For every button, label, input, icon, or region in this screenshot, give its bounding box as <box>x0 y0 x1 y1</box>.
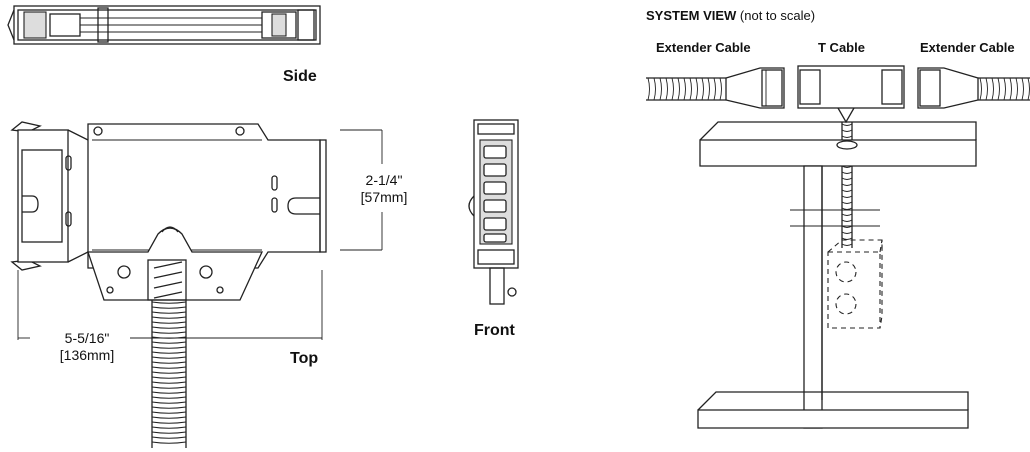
conduit-ring <box>151 431 187 434</box>
system-label-extender-left: Extender Cable <box>656 40 751 55</box>
conduit-ring <box>151 371 187 374</box>
conduit-ring <box>151 366 187 369</box>
conduit-ring <box>1003 77 1006 101</box>
conduit-ring <box>841 243 853 246</box>
conduit-ring <box>1009 77 1012 101</box>
conduit-ring <box>677 77 680 101</box>
conduit-ring <box>151 316 187 319</box>
conduit-ring <box>841 219 853 222</box>
conduit-ring <box>151 436 187 439</box>
conduit-ring <box>151 301 187 304</box>
conduit-ring <box>659 77 662 101</box>
right-extender-conduit <box>978 77 1030 101</box>
width-dimension-imperial: 5-5/16" <box>64 330 110 346</box>
conduit-ring <box>151 311 187 314</box>
conduit-ring <box>997 77 1000 101</box>
conduit-ring <box>841 171 853 174</box>
conduit-ring <box>151 341 187 344</box>
conduit-ring <box>151 376 187 379</box>
top-view-label: Top <box>290 350 319 367</box>
conduit-ring <box>713 77 716 101</box>
front-view-drawing <box>468 119 519 305</box>
conduit-ring <box>979 77 982 101</box>
conduit-ring <box>671 77 674 101</box>
conduit-ring <box>151 381 187 384</box>
conduit-ring <box>151 331 187 334</box>
conduit-ring <box>841 201 853 204</box>
system-label-t-cable: T Cable <box>818 40 865 55</box>
conduit-ring <box>647 77 650 101</box>
left-extender-conduit <box>646 77 726 101</box>
conduit-ring <box>841 189 853 192</box>
conduit-ring <box>151 426 187 429</box>
system-view-title: SYSTEM VIEW (not to scale) <box>646 8 815 23</box>
conduit-ring <box>841 231 853 234</box>
conduit-ring <box>151 441 187 444</box>
conduit-ring <box>151 401 187 404</box>
front-view-label: Front <box>474 322 515 339</box>
top-view-conduit <box>151 300 187 448</box>
conduit-ring <box>151 346 187 349</box>
conduit-ring <box>151 416 187 419</box>
height-dimension-imperial: 2-1/4" <box>365 172 403 188</box>
side-view-drawing <box>7 5 321 45</box>
conduit-ring <box>151 396 187 399</box>
system-view-title-bold: SYSTEM VIEW <box>646 8 737 23</box>
conduit-ring <box>151 386 187 389</box>
conduit-ring <box>707 77 710 101</box>
conduit-ring <box>151 356 187 359</box>
conduit-ring <box>841 123 853 126</box>
system-label-extender-right: Extender Cable <box>920 40 1015 55</box>
conduit-ring <box>151 321 187 324</box>
system-view-title-note: (not to scale) <box>739 8 816 23</box>
height-dimension: 2-1/4" [57mm] <box>354 172 414 206</box>
conduit-ring <box>985 77 988 101</box>
conduit-ring <box>665 77 668 101</box>
side-view-label: Side <box>283 68 317 85</box>
conduit-ring <box>1027 77 1030 101</box>
conduit-ring <box>151 411 187 414</box>
conduit-ring <box>151 326 187 329</box>
conduit-ring <box>151 361 187 364</box>
conduit-ring <box>151 406 187 409</box>
conduit-ring <box>1021 77 1024 101</box>
width-dimension-metric: [136mm] <box>59 347 115 363</box>
conduit-ring <box>151 391 187 394</box>
conduit-ring <box>695 77 698 101</box>
width-dimension: 5-5/16" [136mm] <box>44 330 130 364</box>
conduit-ring <box>841 207 853 210</box>
system-view-drawing <box>646 65 1030 429</box>
height-dimension-metric: [57mm] <box>360 189 408 205</box>
conduit-ring <box>151 351 187 354</box>
conduit-ring <box>701 77 704 101</box>
conduit-ring <box>841 135 853 138</box>
conduit-ring <box>683 77 686 101</box>
conduit-ring <box>653 77 656 101</box>
conduit-ring <box>841 129 853 132</box>
conduit-ring <box>991 77 994 101</box>
conduit-ring <box>841 177 853 180</box>
conduit-ring <box>719 77 722 101</box>
conduit-ring <box>841 237 853 240</box>
conduit-ring <box>1015 77 1018 101</box>
top-view-drawing <box>10 121 383 448</box>
conduit-ring <box>689 77 692 101</box>
junction-box-dashed <box>827 239 883 329</box>
conduit-ring <box>841 213 853 216</box>
conduit-ring <box>841 195 853 198</box>
conduit-ring <box>151 306 187 309</box>
conduit-ring <box>151 421 187 424</box>
conduit-ring <box>841 183 853 186</box>
